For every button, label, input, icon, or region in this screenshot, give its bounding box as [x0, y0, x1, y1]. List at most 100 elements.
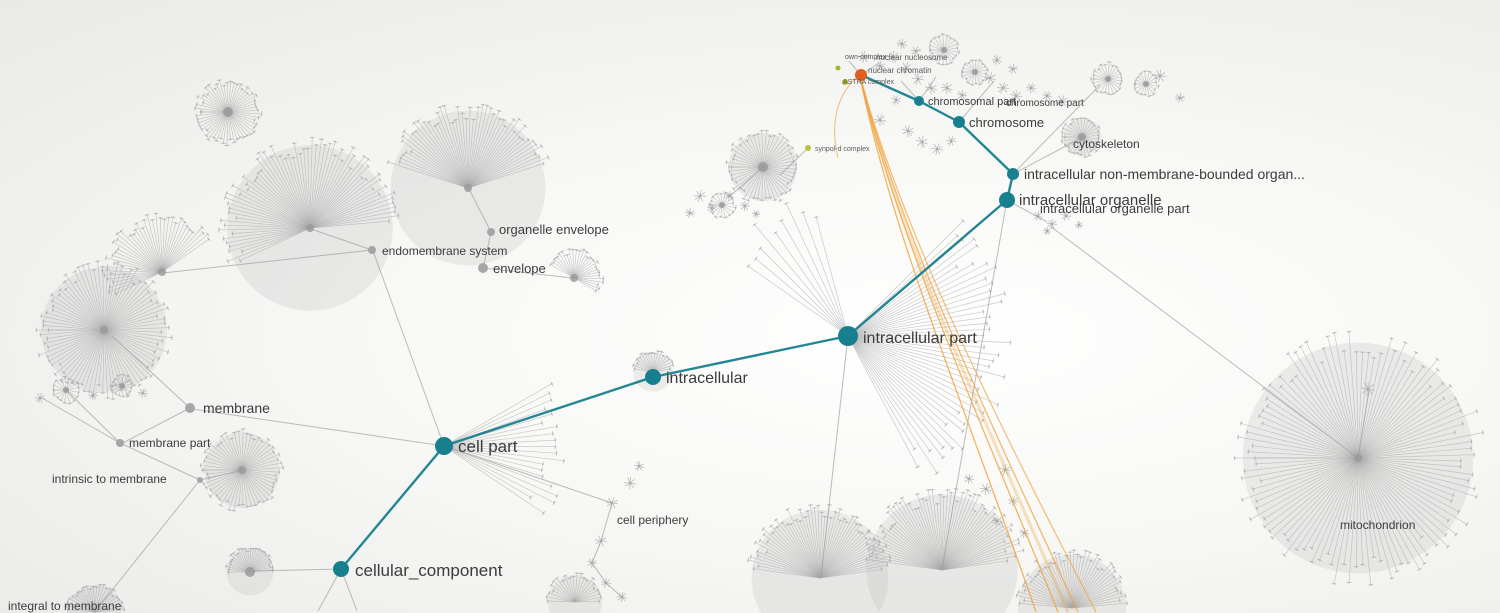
- star-node: [693, 190, 707, 202]
- node-label[interactable]: intracellular organelle: [1019, 192, 1162, 209]
- node-label[interactable]: envelope: [493, 261, 546, 276]
- graph-node-intracellular[interactable]: [645, 369, 661, 385]
- node-label[interactable]: intrinsic to membrane: [52, 472, 167, 486]
- orange-association-edge: [859, 79, 1070, 613]
- fan: [65, 583, 126, 613]
- node-label[interactable]: own-complex: [845, 54, 887, 61]
- star-node: [1061, 210, 1072, 221]
- node-label[interactable]: chromosome: [969, 115, 1044, 130]
- graph-edge: [372, 250, 445, 447]
- fan: [1133, 70, 1160, 98]
- star-node: [34, 393, 45, 403]
- node-label[interactable]: integral to membrane: [8, 599, 122, 613]
- graph-node-intrinsic-to-membrane[interactable]: [197, 477, 203, 483]
- star-node: [88, 390, 99, 401]
- star-node: [891, 95, 901, 105]
- graph-node-intracellular-part[interactable]: [838, 326, 858, 346]
- node-label[interactable]: nuclear chromatin: [868, 66, 932, 75]
- highlight-edge: [443, 375, 654, 448]
- graph-edge: [191, 408, 445, 447]
- node-label[interactable]: endomembrane system: [382, 244, 507, 258]
- highlight-edge: [958, 121, 1014, 175]
- star-node: [941, 81, 953, 95]
- graph-node-cellular_component[interactable]: [333, 561, 349, 577]
- fan-center-node: [1105, 76, 1111, 82]
- node-label[interactable]: organelle envelope: [499, 222, 609, 237]
- orange-association-edge: [860, 79, 1037, 613]
- node-label[interactable]: ASTRA complex: [843, 79, 894, 86]
- star-node: [875, 60, 885, 71]
- star-node: [1033, 211, 1043, 221]
- graph-node-small-olive[interactable]: [835, 65, 841, 71]
- star-node: [911, 46, 921, 56]
- graph-node-envelope[interactable]: [478, 263, 488, 273]
- labels: cellular_component cell part intracellular…: [8, 53, 1415, 613]
- node-label[interactable]: intracellular: [666, 370, 748, 387]
- fan: [194, 79, 263, 147]
- graph-node-chromosome[interactable]: [953, 116, 965, 128]
- node-label[interactable]: intracellular organelle part: [1040, 201, 1190, 216]
- star-node: [896, 38, 907, 50]
- graph-node-endomembrane-system[interactable]: [368, 246, 376, 254]
- star-node: [587, 558, 598, 569]
- orange-edges: [834, 76, 1097, 613]
- node-label[interactable]: membrane: [203, 400, 270, 416]
- fan: [548, 248, 605, 294]
- star-node: [1026, 83, 1037, 94]
- node-label[interactable]: intracellular non-membrane-bounded organ…: [1024, 166, 1305, 182]
- fan: [928, 33, 960, 66]
- graph-node-organelle-envelope[interactable]: [487, 228, 495, 236]
- fan: [865, 487, 1025, 571]
- node-label[interactable]: cytoskeleton: [1073, 137, 1140, 151]
- graph-node-nuclear-chromatin[interactable]: [855, 69, 867, 81]
- fan-center-node: [941, 47, 947, 53]
- graph-node-chromosomal-part[interactable]: [914, 96, 924, 106]
- graph-node-membrane-part[interactable]: [116, 439, 124, 447]
- fan-fill: [1018, 554, 1126, 613]
- graph-node-intracellular-non-membrane-bounded-organelle[interactable]: [1007, 168, 1019, 180]
- graph-node-membrane[interactable]: [185, 403, 195, 413]
- fan: [218, 136, 400, 264]
- node-label[interactable]: mitochondrion: [1340, 518, 1415, 532]
- gray-edges: [41, 60, 1370, 612]
- star-node: [1010, 89, 1023, 102]
- fan: [960, 58, 989, 86]
- node-label[interactable]: intracellular part: [863, 330, 977, 347]
- graph-edge: [66, 390, 121, 444]
- star-node: [916, 136, 928, 149]
- orange-association-edge: [860, 79, 1059, 613]
- graph-edge: [605, 582, 623, 598]
- star-node: [912, 72, 924, 85]
- star-node: [873, 114, 886, 126]
- orange-association-edge: [860, 79, 1079, 613]
- node-label[interactable]: chromosomal part: [928, 96, 1016, 108]
- node-label[interactable]: chromosome part: [1006, 98, 1084, 109]
- star-node: [740, 201, 750, 211]
- star-node: [706, 203, 717, 213]
- fan-center-node: [464, 184, 472, 192]
- fan-center-node: [158, 268, 166, 276]
- fan-center-node: [1143, 81, 1149, 87]
- graph-edge: [600, 502, 613, 542]
- graph-edge: [468, 188, 492, 233]
- node-label[interactable]: cell periphery: [617, 513, 688, 527]
- node-label[interactable]: nuclear nucleosome: [876, 53, 948, 62]
- node-label[interactable]: cellular_component: [355, 561, 503, 580]
- fan: [386, 103, 550, 192]
- graph-node-synpol-d-complex[interactable]: [805, 145, 811, 151]
- graph-node-astra-complex[interactable]: [842, 79, 848, 85]
- node-label[interactable]: membrane part: [129, 436, 211, 450]
- graph-node-intracellular-organelle[interactable]: [999, 192, 1015, 208]
- node-label[interactable]: cell part: [458, 437, 518, 456]
- star-node: [980, 483, 992, 496]
- star-node: [751, 210, 761, 219]
- star-node: [595, 535, 608, 547]
- node-label[interactable]: synpol-d complex: [815, 146, 870, 153]
- graph-edge: [779, 147, 809, 176]
- star-node: [930, 143, 943, 155]
- graph-node-cell-part[interactable]: [435, 437, 453, 455]
- star-node: [1361, 381, 1375, 396]
- star-node: [616, 592, 627, 603]
